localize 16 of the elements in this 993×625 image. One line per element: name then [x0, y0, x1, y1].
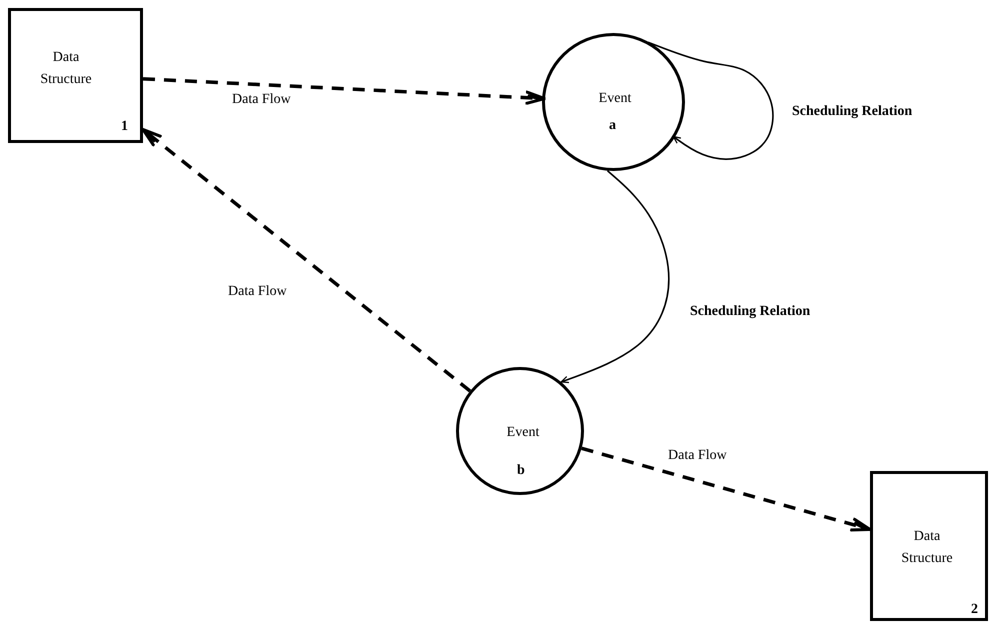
connector-arrow — [648, 42, 774, 160]
node-label: Event — [506, 424, 540, 442]
node-id: 2 — [971, 602, 978, 618]
event-circle — [456, 367, 584, 495]
connector-arrow — [560, 170, 670, 384]
data-structure-box — [870, 471, 988, 621]
edge-label: Scheduling Relation — [790, 104, 914, 120]
node-label: Event — [598, 90, 632, 108]
node-label: Data Structure — [39, 49, 93, 90]
node-id: b — [517, 463, 525, 479]
event-circle — [542, 33, 685, 171]
node-id: 1 — [121, 119, 128, 135]
node-id: a — [609, 118, 616, 134]
edge-label: Scheduling Relation — [688, 304, 812, 320]
node-label: Data Structure — [900, 528, 954, 568]
data-structure-box — [8, 8, 143, 143]
